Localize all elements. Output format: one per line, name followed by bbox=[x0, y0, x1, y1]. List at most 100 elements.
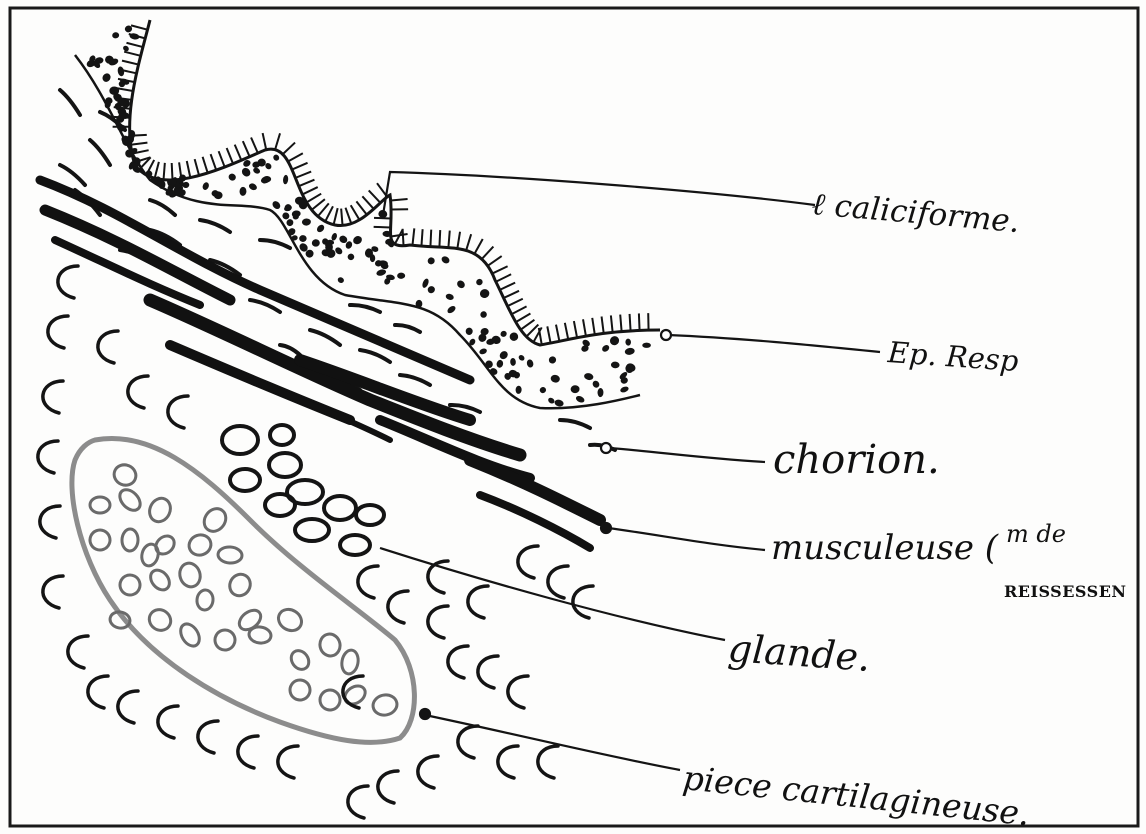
chorion-dash bbox=[395, 325, 420, 332]
nucleus bbox=[466, 327, 473, 335]
nucleus bbox=[240, 166, 252, 178]
fiber-arc bbox=[118, 691, 138, 723]
cilium bbox=[448, 231, 449, 248]
gland-acinus bbox=[265, 494, 295, 516]
cilium bbox=[172, 163, 173, 180]
cilium bbox=[492, 266, 507, 273]
cilium bbox=[318, 203, 329, 216]
fiber-arc bbox=[58, 266, 78, 298]
nucleus bbox=[101, 72, 112, 84]
nucleus bbox=[611, 361, 620, 368]
nucleus bbox=[570, 385, 579, 393]
cilium bbox=[187, 161, 191, 178]
nucleus bbox=[496, 359, 504, 368]
gland-acinus bbox=[269, 453, 301, 477]
chorion-dash bbox=[60, 165, 85, 185]
cilium bbox=[126, 43, 142, 47]
cilium bbox=[307, 194, 322, 203]
cilium bbox=[521, 320, 535, 330]
nucleus bbox=[515, 386, 522, 395]
muscle-bands bbox=[40, 180, 600, 548]
nucleus bbox=[625, 338, 631, 345]
chondrocyte bbox=[177, 561, 203, 590]
nucleus bbox=[285, 218, 294, 227]
cilium bbox=[403, 229, 404, 246]
nucleus bbox=[299, 235, 307, 242]
chondrocyte bbox=[140, 542, 161, 567]
cilium bbox=[504, 291, 519, 298]
chorion-dash bbox=[350, 305, 380, 312]
cilium bbox=[369, 190, 381, 202]
chondrocyte bbox=[319, 689, 342, 712]
nucleus bbox=[597, 388, 603, 397]
chondrocyte bbox=[275, 605, 306, 635]
cilium bbox=[639, 313, 640, 330]
chorion-dash bbox=[60, 90, 80, 115]
fiber-arc bbox=[48, 316, 68, 348]
nucleus bbox=[554, 399, 565, 408]
fiber-arc bbox=[198, 721, 218, 753]
nucleus bbox=[227, 172, 237, 182]
cilium bbox=[602, 317, 604, 334]
cilium bbox=[500, 283, 515, 290]
nucleus bbox=[484, 359, 495, 370]
gland-acinus bbox=[270, 425, 294, 445]
cilium bbox=[374, 227, 391, 228]
chondrocyte bbox=[226, 571, 254, 600]
cilium bbox=[325, 206, 333, 221]
chorion-dash bbox=[560, 420, 590, 428]
chondrocyte bbox=[371, 693, 398, 717]
chondrocyte bbox=[318, 632, 342, 658]
chorion-dash bbox=[90, 140, 110, 165]
nucleus bbox=[376, 268, 387, 277]
chondrocyte bbox=[286, 676, 314, 704]
cilium bbox=[345, 208, 351, 224]
nucleus bbox=[510, 358, 516, 366]
cilium bbox=[227, 148, 233, 164]
cilium bbox=[457, 232, 460, 249]
fiber-arc bbox=[98, 331, 118, 363]
nucleus bbox=[334, 246, 344, 256]
chondrocyte bbox=[87, 527, 113, 553]
fiber-arc bbox=[448, 646, 468, 678]
fiber-arc bbox=[468, 586, 488, 618]
nucleus bbox=[440, 255, 450, 265]
cilium bbox=[362, 196, 373, 209]
fiber-arc bbox=[518, 546, 538, 578]
cilium bbox=[312, 199, 325, 210]
cilium bbox=[556, 325, 559, 342]
nucleus bbox=[201, 181, 210, 191]
cilium bbox=[283, 143, 295, 155]
nucleus bbox=[112, 32, 120, 39]
chondrocyte bbox=[340, 649, 360, 675]
cilium bbox=[430, 230, 431, 247]
cilium bbox=[288, 153, 303, 161]
cilium bbox=[391, 199, 408, 200]
cilium bbox=[295, 172, 311, 178]
nucleus bbox=[337, 276, 345, 284]
cilium bbox=[302, 187, 317, 194]
chondrocyte bbox=[177, 621, 203, 650]
chondrocyte bbox=[145, 605, 174, 634]
fiber-arc bbox=[348, 786, 368, 818]
cilium bbox=[243, 141, 250, 157]
fiber-arc bbox=[478, 656, 498, 688]
cilium bbox=[251, 138, 258, 154]
fiber-arc bbox=[498, 746, 518, 778]
cilium bbox=[630, 314, 631, 331]
nucleus bbox=[239, 187, 246, 196]
leader-musculeuse bbox=[608, 528, 765, 550]
nucleus bbox=[426, 256, 436, 266]
chondrocyte bbox=[217, 546, 242, 564]
cilium bbox=[203, 157, 208, 173]
fiber-arc bbox=[508, 676, 528, 708]
cilium bbox=[131, 25, 147, 29]
leader-caliciforme bbox=[383, 172, 815, 215]
leader-chorion bbox=[610, 448, 765, 462]
nucleus bbox=[117, 66, 125, 77]
nucleus bbox=[347, 253, 355, 261]
nucleus bbox=[489, 367, 499, 376]
chondrocyte bbox=[116, 486, 144, 514]
